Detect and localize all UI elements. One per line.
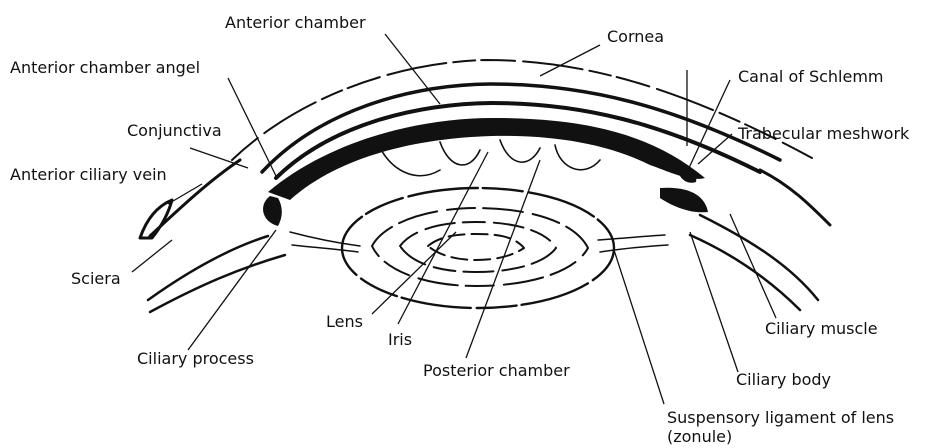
leader-suspensory-ligament [614, 250, 664, 404]
label-anterior-ciliary-vein: Anterior ciliary vein [10, 165, 167, 184]
leader-anterior-chamber-angel [228, 78, 276, 176]
leader-sciera [132, 240, 172, 272]
leader-ciliary-muscle [730, 214, 776, 318]
label-lens: Lens [326, 312, 363, 331]
sclera-curve-right-2 [690, 235, 800, 310]
leader-ciliary-process [188, 230, 276, 350]
label-trabecular-meshwork: Trabecular meshwork [738, 124, 909, 143]
label-anterior-chamber-angel: Anterior chamber angel [10, 58, 200, 77]
label-ciliary-process: Ciliary process [137, 349, 254, 368]
leader-ciliary-body [690, 232, 738, 372]
label-conjunctiva: Conjunctiva [127, 121, 222, 140]
label-cornea: Cornea [607, 27, 664, 46]
lens-outline [342, 188, 614, 308]
label-posterior-chamber: Posterior chamber [423, 361, 570, 380]
label-canal-of-schlemm: Canal of Schlemm [738, 67, 884, 86]
label-ciliary-body: Ciliary body [736, 370, 831, 389]
zonule-right [598, 235, 668, 252]
zonule-left [290, 232, 360, 252]
label-iris: Iris [388, 330, 412, 349]
label-suspensory-ligament-line2: (zonule) [667, 427, 732, 446]
leader-conjunctiva [190, 148, 248, 168]
sclera-outer-right [760, 170, 830, 225]
label-suspensory-ligament-line1: Suspensory ligament of lens [667, 408, 894, 427]
ciliary-body-right [660, 188, 708, 213]
sclera-inner-right [700, 215, 818, 300]
label-sciera: Sciera [71, 269, 121, 288]
iris-folds [380, 140, 600, 176]
ciliary-body-left [263, 196, 282, 226]
label-ciliary-muscle: Ciliary muscle [765, 319, 878, 338]
leader-iris [398, 152, 488, 324]
label-anterior-chamber: Anterior chamber [225, 13, 366, 32]
